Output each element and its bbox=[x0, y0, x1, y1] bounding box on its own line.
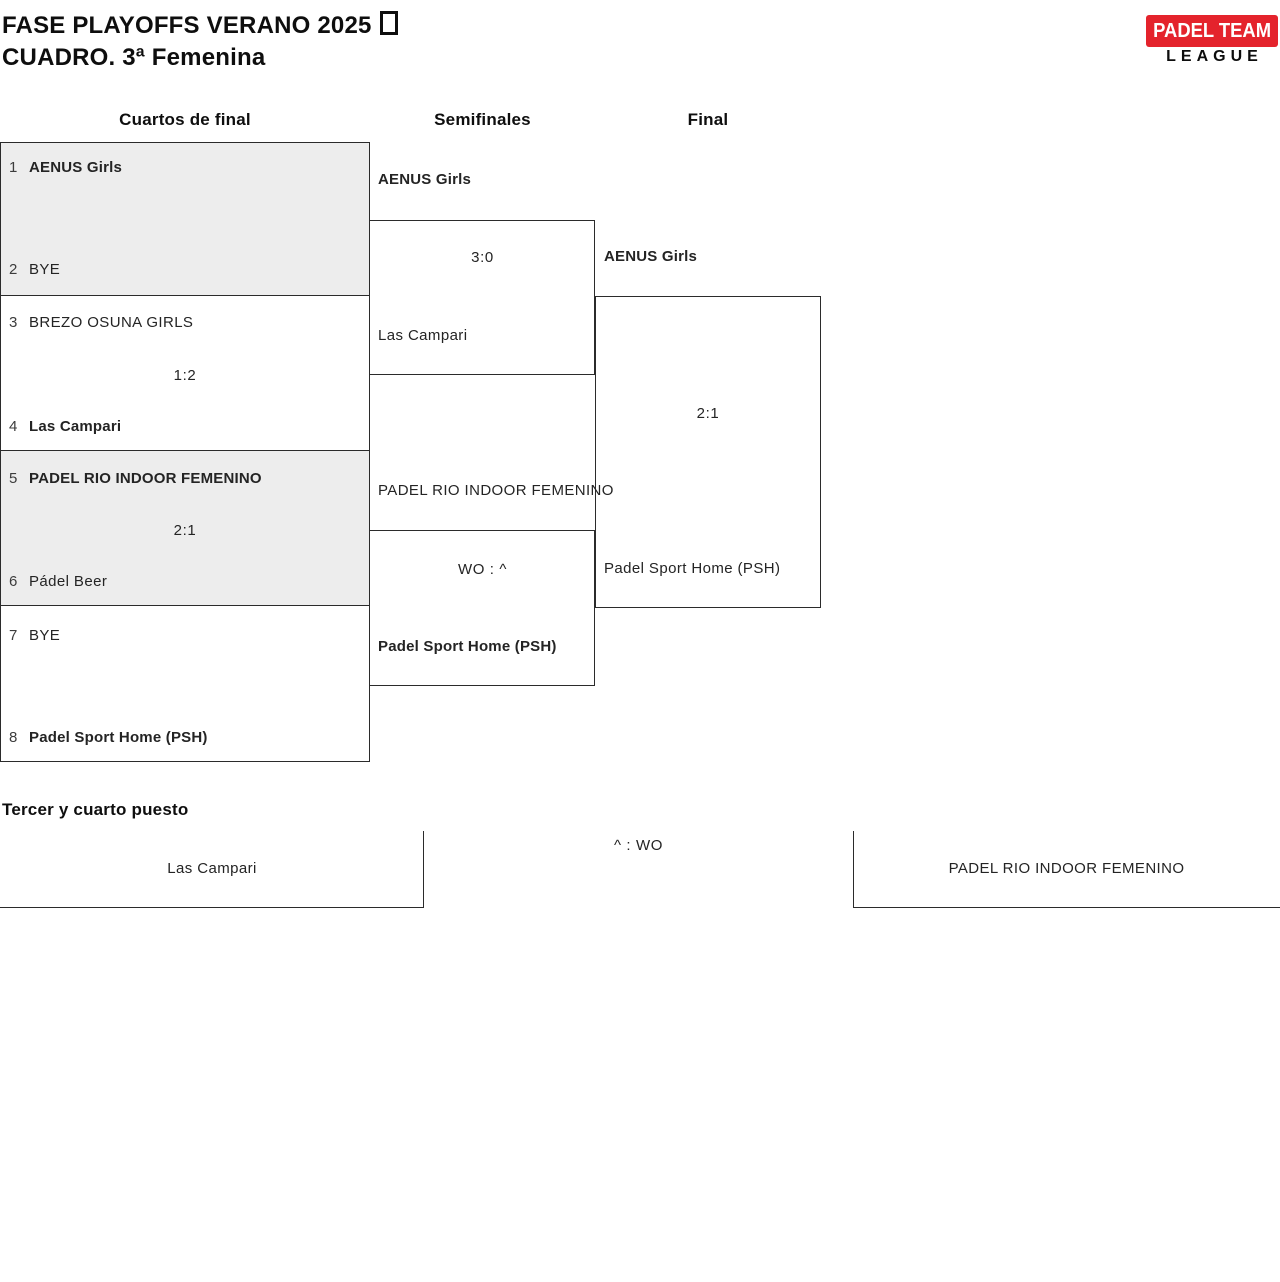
final-team2: Padel Sport Home (PSH) bbox=[604, 560, 781, 577]
third-place-team2: PADEL RIO INDOOR FEMENINO bbox=[948, 860, 1185, 877]
sf1-score: 3:0 bbox=[471, 249, 494, 266]
seed-number: 8 bbox=[9, 729, 18, 746]
third-place-team1: Las Campari bbox=[167, 860, 257, 877]
column-header-quarterfinals: Cuartos de final bbox=[119, 110, 251, 129]
final-match-box bbox=[595, 296, 821, 608]
third-place-heading: Tercer y cuarto puesto bbox=[2, 800, 189, 819]
missing-glyph-box bbox=[379, 11, 398, 35]
team-name: Padel Sport Home (PSH) bbox=[29, 729, 208, 746]
seed-number: 4 bbox=[9, 418, 18, 435]
qf2-score: 1:2 bbox=[173, 367, 197, 384]
column-header-semifinals: Semifinales bbox=[434, 110, 531, 129]
third-place-right-box bbox=[853, 831, 1280, 908]
qf-match-2-box bbox=[0, 295, 370, 451]
qf4-team1-row: 7 BYE bbox=[9, 627, 60, 645]
team-name: Las Campari bbox=[29, 418, 122, 435]
qf3-team2-row: 6 Pádel Beer bbox=[9, 573, 107, 591]
qf3-team1-row: 5 PADEL RIO INDOOR FEMENINO bbox=[9, 470, 262, 488]
seed-number: 1 bbox=[9, 159, 18, 176]
logo-top-text: PADEL TEAM bbox=[1153, 19, 1271, 42]
team-name: BYE bbox=[29, 627, 61, 644]
final-score: 2:1 bbox=[696, 405, 720, 422]
sf2-score: WO : ^ bbox=[458, 561, 507, 578]
qf2-team1-row: 3 BREZO OSUNA GIRLS bbox=[9, 314, 193, 332]
qf-match-1-box bbox=[0, 142, 370, 296]
final-team1: AENUS Girls bbox=[604, 248, 698, 265]
team-name: PADEL RIO INDOOR FEMENINO bbox=[29, 470, 262, 487]
logo-bottom-text: LEAGUE bbox=[1166, 48, 1263, 65]
seed-number: 6 bbox=[9, 573, 18, 590]
seed-number: 5 bbox=[9, 470, 18, 487]
qf1-team2-row: 2 BYE bbox=[9, 261, 60, 279]
sf2-team1: PADEL RIO INDOOR FEMENINO bbox=[378, 482, 614, 499]
qf3-score: 2:1 bbox=[173, 522, 197, 539]
team-name: AENUS Girls bbox=[29, 159, 123, 176]
team-name: Pádel Beer bbox=[29, 573, 108, 590]
qf2-team2-row: 4 Las Campari bbox=[9, 418, 121, 436]
page-title-text: FASE PLAYOFFS VERANO 2025 bbox=[2, 12, 372, 39]
sf-match-1-box bbox=[369, 220, 595, 375]
team-name: BYE bbox=[29, 261, 61, 278]
third-place-left-box bbox=[0, 831, 424, 908]
team-name: BREZO OSUNA GIRLS bbox=[29, 314, 194, 331]
third-place-score: ^ : WO bbox=[614, 837, 663, 854]
seed-number: 7 bbox=[9, 627, 18, 644]
qf4-team2-row: 8 Padel Sport Home (PSH) bbox=[9, 729, 208, 747]
qf1-team1-row: 1 AENUS Girls bbox=[9, 159, 122, 177]
column-header-final: Final bbox=[687, 110, 729, 129]
page-title-line1: FASE PLAYOFFS VERANO 2025 bbox=[2, 11, 398, 40]
page-title-line2: CUADRO. 3ª Femenina bbox=[2, 44, 266, 71]
sf1-team2: Las Campari bbox=[378, 327, 468, 344]
qf-match-4-box bbox=[0, 605, 370, 762]
logo-red-banner: PADEL TEAM bbox=[1146, 15, 1278, 47]
seed-number: 3 bbox=[9, 314, 18, 331]
sf-match-2-box bbox=[369, 530, 595, 686]
seed-number: 2 bbox=[9, 261, 18, 278]
padel-team-league-logo: PADEL TEAM LEAGUE bbox=[1146, 15, 1278, 66]
sf1-team1: AENUS Girls bbox=[378, 171, 472, 188]
sf2-team2: Padel Sport Home (PSH) bbox=[378, 638, 557, 655]
